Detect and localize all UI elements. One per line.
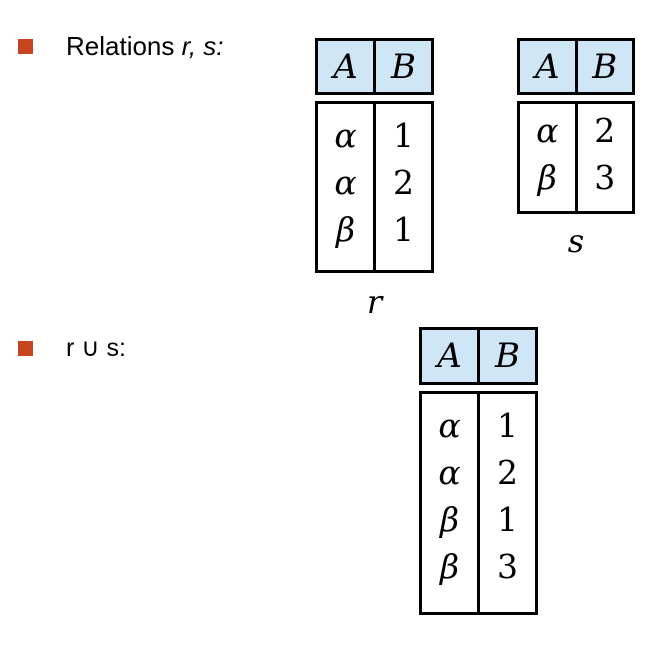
relation-s-cell: α xyxy=(536,111,559,150)
bullet-text-relations: Relations r, s: xyxy=(66,31,224,61)
relation-union-cell: β xyxy=(439,547,460,586)
relation-r-header-b: B xyxy=(373,41,431,92)
relation-union-cell: 3 xyxy=(497,547,518,586)
relation-union-cell: 2 xyxy=(497,453,518,492)
relation-union-cell: 1 xyxy=(497,406,518,445)
relation-union-cell: α xyxy=(438,406,461,445)
relation-s-header-b: B xyxy=(574,41,633,92)
relation-r-cell: β xyxy=(335,210,356,249)
relation-union: A B α α β β 1 2 1 3 xyxy=(419,327,538,615)
relation-s: A B α β 2 3 s xyxy=(517,38,635,257)
relation-s-cell: 2 xyxy=(594,111,616,150)
bullet-text-union: r ∪ s: xyxy=(66,334,126,362)
relation-union-header-b: B xyxy=(477,330,535,382)
relation-r-caption: r xyxy=(366,283,383,321)
relation-s-cell: β xyxy=(537,158,557,197)
relation-s-body: α β 2 3 xyxy=(517,101,635,214)
relation-r-header-a: A xyxy=(333,46,358,87)
relation-r-col-a: α α β xyxy=(318,104,373,270)
relation-s-cell: 3 xyxy=(594,158,616,197)
relation-union-cell: 1 xyxy=(497,500,518,539)
relation-s-col-a: α β xyxy=(520,104,575,211)
relation-r-cell: α xyxy=(334,163,357,202)
relation-union-cell: α xyxy=(438,453,461,492)
relation-union-body: α α β β 1 2 1 3 xyxy=(419,391,538,615)
relation-union-col-a: α α β β xyxy=(422,394,477,612)
bullet-text-emph: r, s: xyxy=(181,31,224,61)
relation-r-cell: 1 xyxy=(393,210,414,249)
relation-r-cell: 1 xyxy=(393,116,414,155)
relation-s-col-b: 2 3 xyxy=(574,104,633,211)
relation-r-header: A B xyxy=(315,38,434,95)
relation-r-cell: α xyxy=(334,116,357,155)
bullet-marker-2 xyxy=(18,341,33,356)
bullet-text-prefix: Relations xyxy=(66,31,182,61)
relation-s-header: A B xyxy=(517,38,635,95)
relation-r-body: α α β 1 2 1 xyxy=(315,101,434,273)
relation-s-caption: s xyxy=(567,222,585,260)
relation-union-header-a: A xyxy=(437,336,462,376)
relation-s-header-a: A xyxy=(534,46,560,87)
relation-r-col-b: 1 2 1 xyxy=(373,104,431,270)
relation-union-col-b: 1 2 1 3 xyxy=(477,394,535,612)
relation-r-cell: 2 xyxy=(393,163,414,202)
bullet-marker-1 xyxy=(18,39,33,54)
relation-union-cell: β xyxy=(439,500,460,539)
relation-union-header: A B xyxy=(419,327,538,385)
relation-r: A B α α β 1 2 1 r xyxy=(315,38,434,318)
